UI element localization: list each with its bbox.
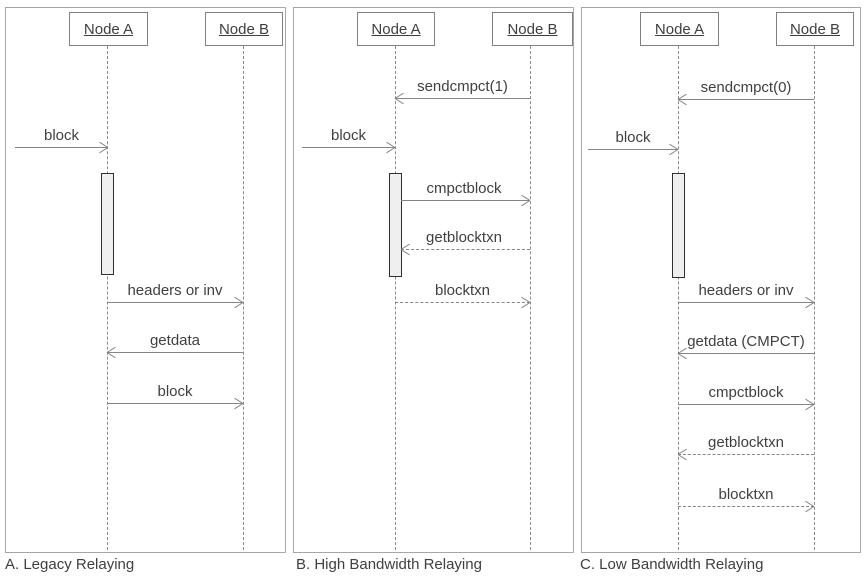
message-label: getdata (CMPCT) xyxy=(687,333,805,350)
actor-node-b: Node B xyxy=(776,12,854,46)
lifeline-node-b xyxy=(530,46,531,550)
lifeline-node-a xyxy=(107,46,108,550)
message-label: getdata xyxy=(149,332,201,349)
actor-node-b: Node B xyxy=(205,12,283,46)
actor-node-a: Node A xyxy=(357,12,435,46)
activation-bar xyxy=(101,173,114,275)
message-label: sendcmpct(0) xyxy=(700,79,792,96)
message-arrow-headers-or-inv xyxy=(678,302,814,303)
message-label: getblocktxn xyxy=(708,434,784,451)
activation-bar xyxy=(389,173,402,277)
activation-bar xyxy=(672,173,685,278)
actor-node-a: Node A xyxy=(69,12,148,46)
message-arrow-block-in xyxy=(588,149,678,150)
message-label: block xyxy=(615,129,651,146)
panel-caption: A. Legacy Relaying xyxy=(5,556,135,573)
lifeline-node-a xyxy=(678,46,679,550)
message-arrow-getblocktxn xyxy=(678,454,814,455)
lifeline-node-b xyxy=(814,46,815,550)
message-arrow-headers-or-inv xyxy=(107,302,243,303)
panel-high-bandwidth-relaying: Node A Node B sendcmpct(1) block cmpctbl… xyxy=(293,7,574,553)
actor-label: Node A xyxy=(654,20,705,38)
message-arrow-block xyxy=(107,403,243,404)
lifeline-node-b xyxy=(243,46,244,550)
message-label: block xyxy=(157,383,193,400)
message-arrow-sendcmpct0 xyxy=(678,99,814,100)
message-arrow-sendcmpct1 xyxy=(395,98,530,99)
message-label: getblocktxn xyxy=(426,229,502,246)
panel-caption: B. High Bandwidth Relaying xyxy=(296,556,482,573)
message-label: cmpctblock xyxy=(708,384,784,401)
message-arrow-block-in xyxy=(302,147,395,148)
panel-low-bandwidth-relaying: Node A Node B sendcmpct(0) block headers… xyxy=(581,7,861,553)
message-arrow-getdata xyxy=(107,352,243,353)
message-label: blocktxn xyxy=(434,282,491,299)
actor-label: Node B xyxy=(218,20,270,38)
actor-label: Node B xyxy=(507,20,558,38)
panel-legacy-relaying: Node A Node B block headers or inv getda… xyxy=(5,7,286,553)
message-arrow-blocktxn xyxy=(678,506,814,507)
message-label: block xyxy=(330,127,367,144)
panel-caption: C. Low Bandwidth Relaying xyxy=(580,556,764,573)
message-label: blocktxn xyxy=(718,486,774,503)
actor-label: Node A xyxy=(371,20,421,38)
message-arrow-getblocktxn xyxy=(401,249,530,250)
lifeline-node-a xyxy=(395,46,396,550)
actor-label: Node B xyxy=(789,20,841,38)
message-arrow-block-in xyxy=(15,147,108,148)
message-label: headers or inv xyxy=(127,282,223,299)
actor-label: Node A xyxy=(83,20,134,38)
actor-node-a: Node A xyxy=(640,12,719,46)
actor-node-b: Node B xyxy=(492,12,573,46)
message-arrow-cmpctblock xyxy=(401,200,530,201)
message-arrow-cmpctblock xyxy=(678,404,814,405)
message-arrow-getdata-cmpct xyxy=(678,353,814,354)
message-label: headers or inv xyxy=(698,282,794,299)
message-arrow-blocktxn xyxy=(395,302,530,303)
message-label: cmpctblock xyxy=(426,180,502,197)
message-label: sendcmpct(1) xyxy=(417,78,508,95)
message-label: block xyxy=(43,127,80,144)
